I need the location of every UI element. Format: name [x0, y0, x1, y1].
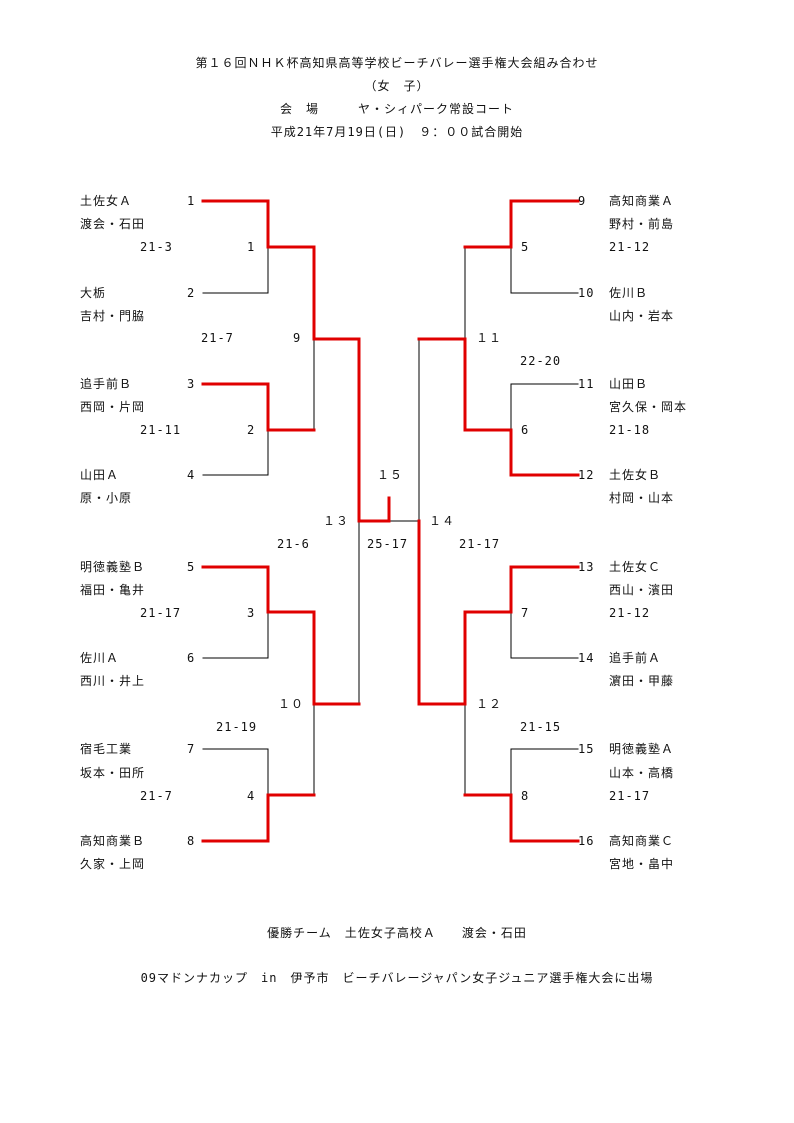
seed-number: 8	[187, 834, 196, 848]
seed-number: 5	[187, 560, 196, 574]
final-match-score: 25-17	[367, 537, 409, 551]
match-score: 22-20	[520, 354, 562, 368]
match-label: 3	[247, 606, 256, 620]
player-names: 渡会・石田	[80, 217, 146, 231]
match-score: 21-17	[140, 606, 182, 620]
team-name: 土佐女Ａ	[80, 194, 133, 208]
match-score: 21-15	[520, 720, 562, 734]
team-name: 土佐女Ｃ	[609, 560, 662, 574]
match-label: 6	[521, 423, 530, 437]
match-label: １１	[476, 331, 503, 345]
player-names: 野村・前島	[609, 217, 675, 231]
team-name: 山田Ｂ	[609, 377, 649, 391]
player-names: 西山・濱田	[609, 583, 675, 597]
team-name: 大栃	[80, 286, 107, 300]
match-label: １０	[278, 697, 305, 711]
player-names: 宮久保・岡本	[609, 400, 688, 414]
team-name: 明徳義塾Ａ	[609, 742, 675, 756]
player-names: 西岡・片岡	[80, 400, 146, 414]
seed-number: 10	[578, 286, 595, 300]
team-name: 宿毛工業	[80, 742, 133, 756]
match-label: 5	[521, 240, 530, 254]
seed-number: 7	[187, 742, 196, 756]
seed-number: 4	[187, 468, 196, 482]
match-score: 21-3	[140, 240, 173, 254]
seed-number: 9	[578, 194, 587, 208]
team-name: 高知商業Ａ	[609, 194, 675, 208]
player-names: 山本・高橋	[609, 766, 675, 780]
bracket-lines-left	[202, 246, 419, 796]
player-names: 福田・亀井	[80, 583, 146, 597]
player-names: 濵田・甲藤	[609, 674, 675, 688]
match-score: 21-7	[201, 331, 234, 345]
page-title: 第１６回ＮＨＫ杯高知県高等学校ビーチバレー選手権大会組み合わせ	[195, 56, 599, 70]
seed-number: 14	[578, 651, 595, 665]
seed-number: 11	[578, 377, 595, 391]
winner-path-lines	[201, 199, 580, 843]
seed-number: 1	[187, 194, 196, 208]
winner-line: 優勝チーム 土佐女子高校Ａ 渡会・石田	[267, 926, 527, 940]
team-name: 山田Ａ	[80, 468, 120, 482]
player-names: 久家・上岡	[80, 857, 146, 871]
team-name: 佐川Ａ	[80, 651, 120, 665]
match-label: 1	[247, 240, 256, 254]
player-names: 村岡・山本	[609, 491, 675, 505]
team-name: 佐川Ｂ	[609, 286, 649, 300]
page-subtitle: （女 子）	[364, 79, 430, 93]
match-score: 21-19	[216, 720, 258, 734]
venue-line: 会 場 ヤ・シィパーク常設コート	[279, 102, 514, 116]
player-names: 山内・岩本	[609, 309, 675, 323]
match-score: 21-12	[609, 240, 651, 254]
seed-number: 3	[187, 377, 196, 391]
match-label: １４	[429, 514, 456, 528]
player-names: 西川・井上	[80, 674, 146, 688]
team-name: 土佐女Ｂ	[609, 468, 662, 482]
player-names: 宮地・畠中	[609, 857, 675, 871]
match-label: 7	[521, 606, 530, 620]
seed-number: 12	[578, 468, 595, 482]
match-score: 21-7	[140, 789, 173, 803]
player-names: 坂本・田所	[80, 766, 146, 780]
match-label: 9	[293, 331, 302, 345]
match-label: 8	[521, 789, 530, 803]
match-score: 21-11	[140, 423, 182, 437]
match-label: 2	[247, 423, 256, 437]
match-score: 21-18	[609, 423, 651, 437]
player-names: 原・小原	[80, 491, 133, 505]
team-name: 高知商業Ｂ	[80, 834, 146, 848]
player-names: 吉村・門脇	[80, 309, 146, 323]
final-match-label: １５	[377, 468, 404, 482]
seed-number: 13	[578, 560, 595, 574]
match-score: 21-6	[277, 537, 310, 551]
match-score: 21-17	[459, 537, 501, 551]
match-score: 21-12	[609, 606, 651, 620]
team-name: 追手前Ａ	[609, 651, 662, 665]
seed-number: 6	[187, 651, 196, 665]
team-name: 追手前Ｂ	[80, 377, 133, 391]
seed-number: 15	[578, 742, 595, 756]
team-name: 高知商業Ｃ	[609, 834, 675, 848]
bracket-lines-right	[418, 246, 579, 796]
match-score: 21-17	[609, 789, 651, 803]
date-line: 平成21年7月19日(日) ９：００試合開始	[270, 125, 524, 139]
match-label: １３	[323, 514, 350, 528]
match-label: 4	[247, 789, 256, 803]
seed-number: 16	[578, 834, 595, 848]
team-name: 明徳義塾Ｂ	[80, 560, 146, 574]
match-label: １２	[476, 697, 503, 711]
seed-number: 2	[187, 286, 196, 300]
footer-note: 09マドンナカップ in 伊予市 ビーチバレージャパン女子ジュニア選手権大会に出…	[140, 971, 654, 985]
